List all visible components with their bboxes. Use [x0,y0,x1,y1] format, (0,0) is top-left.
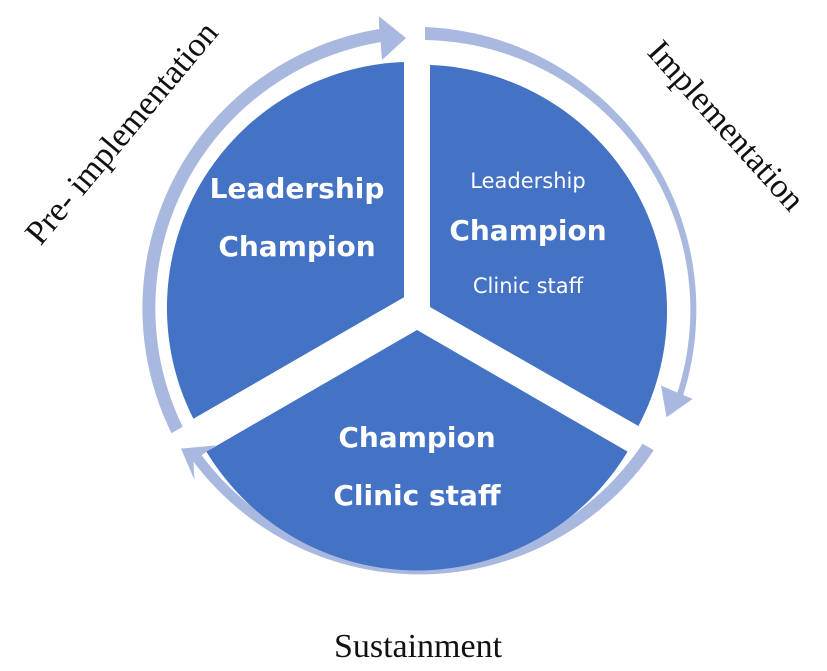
implementation-role-3: Clinic staff [473,274,584,298]
implementation-roles: Leadership Champion Clinic staff [449,169,606,298]
pre-implementation-role-1: Leadership [210,172,385,205]
cycle-ring [142,16,697,575]
implementation-role-2: Champion [449,214,606,247]
sustainment-role-2: Clinic staff [333,479,501,512]
ring-arrow-sustainment [181,443,654,575]
cycle-segments [166,62,668,571]
segment-pre-implementation [166,62,404,419]
sustainment-role-1: Champion [338,421,495,454]
pre-implementation-roles: Leadership Champion [210,172,385,263]
phase-label-sustainment: Sustainment [334,628,503,665]
pre-implementation-role-2: Champion [218,230,375,263]
segment-implementation [430,65,668,426]
implementation-role-1: Leadership [470,169,585,193]
sustainment-roles: Champion Clinic staff [333,421,501,512]
segment-sustainment [206,330,628,571]
